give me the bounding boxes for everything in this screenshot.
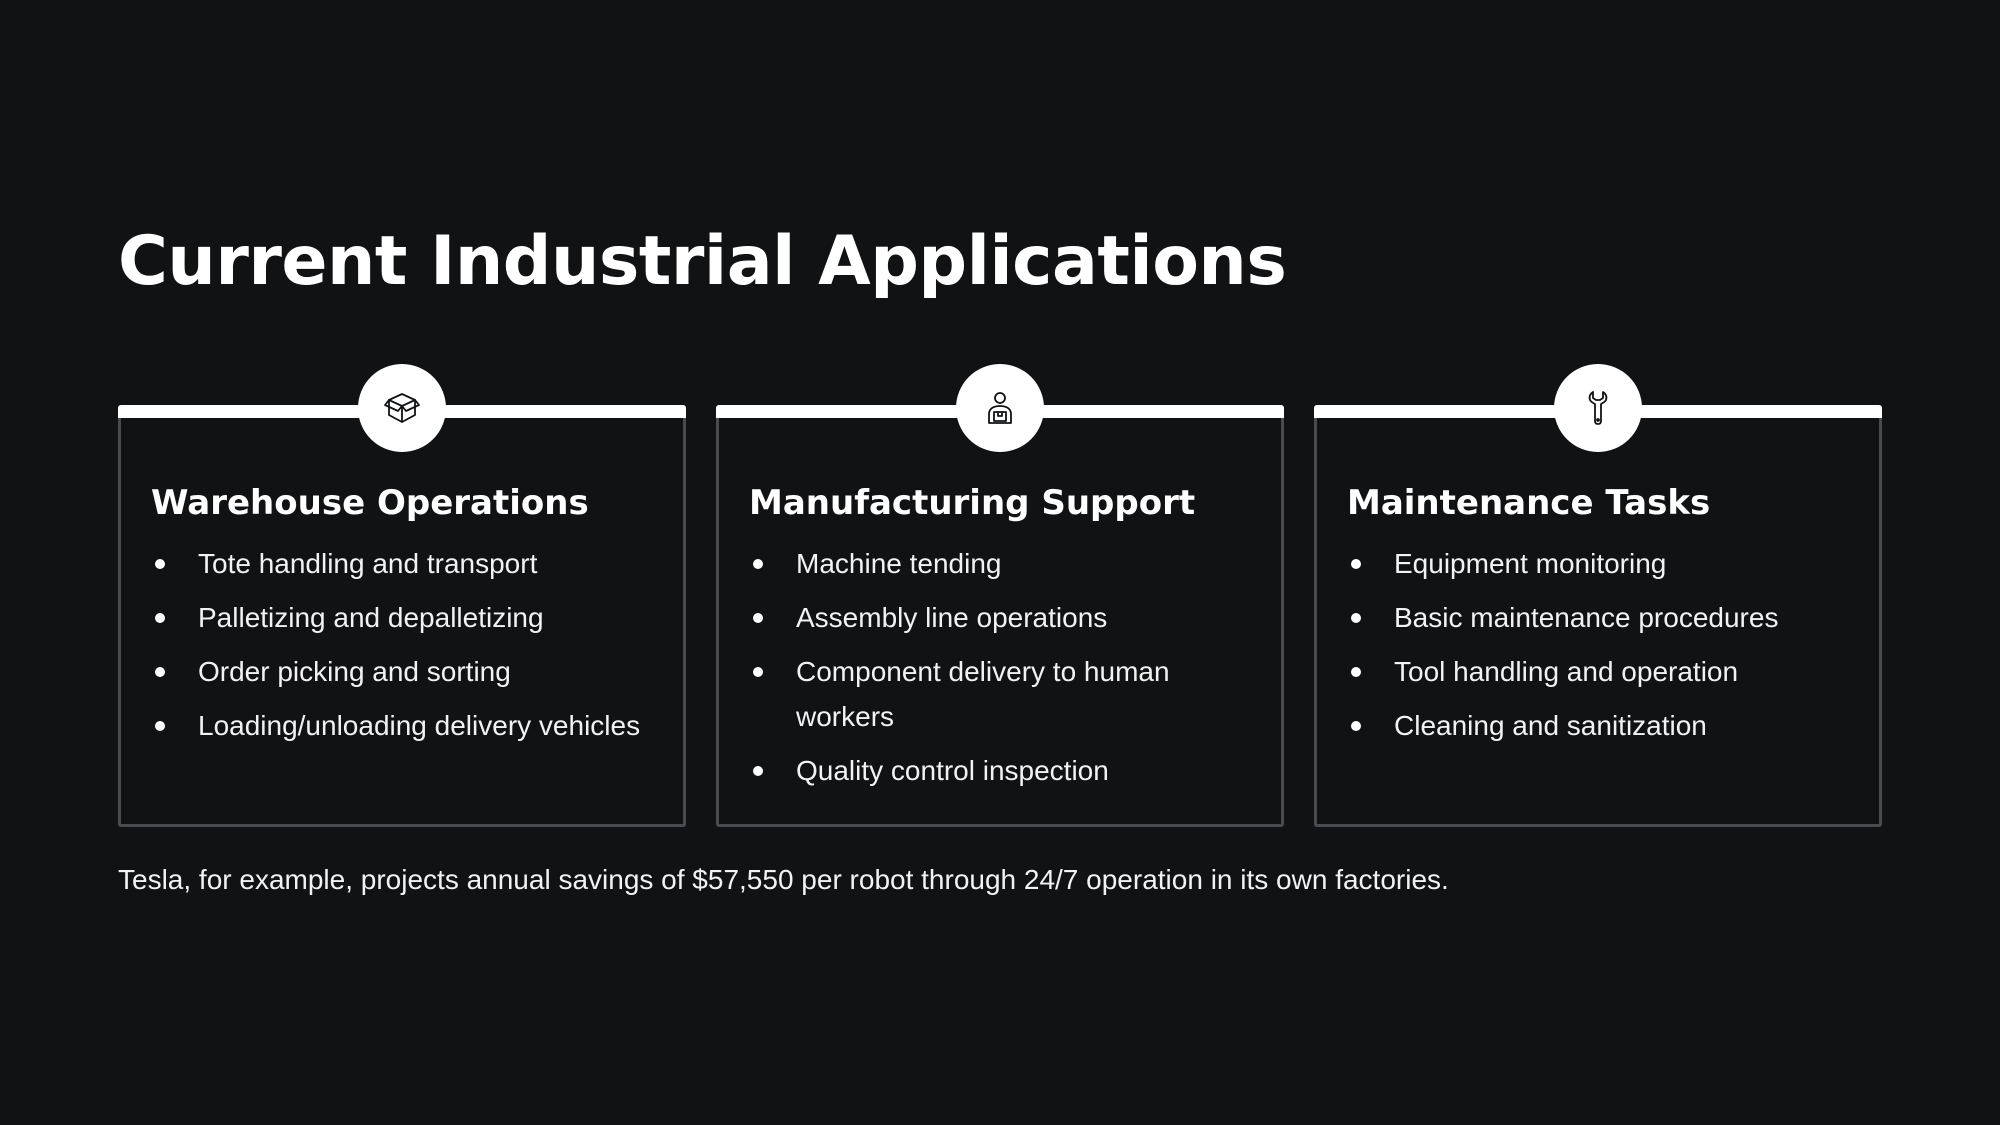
card-manufacturing-support: Manufacturing Support Machine tending As… [716,364,1284,827]
list-item: Palletizing and depalletizing [151,595,653,640]
card-bullet-list: Machine tending Assembly line operations… [749,541,1251,802]
wrench-icon [1588,391,1608,425]
list-item: Cleaning and sanitization [1347,703,1849,748]
list-item: Loading/unloading delivery vehicles [151,703,653,748]
list-item: Tote handling and transport [151,541,653,586]
cards-row: Warehouse Operations Tote handling and t… [118,364,1882,827]
package-box-icon [384,393,420,423]
card-icon-badge [956,364,1044,452]
card-title: Warehouse Operations [151,483,589,523]
list-item: Machine tending [749,541,1251,586]
card-icon-badge [358,364,446,452]
card-title: Manufacturing Support [749,483,1196,523]
list-item: Assembly line operations [749,595,1251,640]
card-title: Maintenance Tasks [1347,483,1711,523]
footnote: Tesla, for example, projects annual savi… [118,864,1449,895]
card-maintenance-tasks: Maintenance Tasks Equipment monitoring B… [1314,364,1882,827]
list-item: Equipment monitoring [1347,541,1849,586]
list-item: Order picking and sorting [151,649,653,694]
list-item: Tool handling and operation [1347,649,1849,694]
list-item: Quality control inspection [749,748,1251,793]
card-warehouse-operations: Warehouse Operations Tote handling and t… [118,364,686,827]
list-item: Basic maintenance procedures [1347,595,1849,640]
slide-title: Current Industrial Applications [118,222,1287,301]
card-bullet-list: Tote handling and transport Palletizing … [151,541,653,757]
card-bullet-list: Equipment monitoring Basic maintenance p… [1347,541,1849,757]
card-icon-badge [1554,364,1642,452]
list-item: Component delivery to human workers [749,649,1251,739]
worker-with-box-icon [988,392,1012,424]
